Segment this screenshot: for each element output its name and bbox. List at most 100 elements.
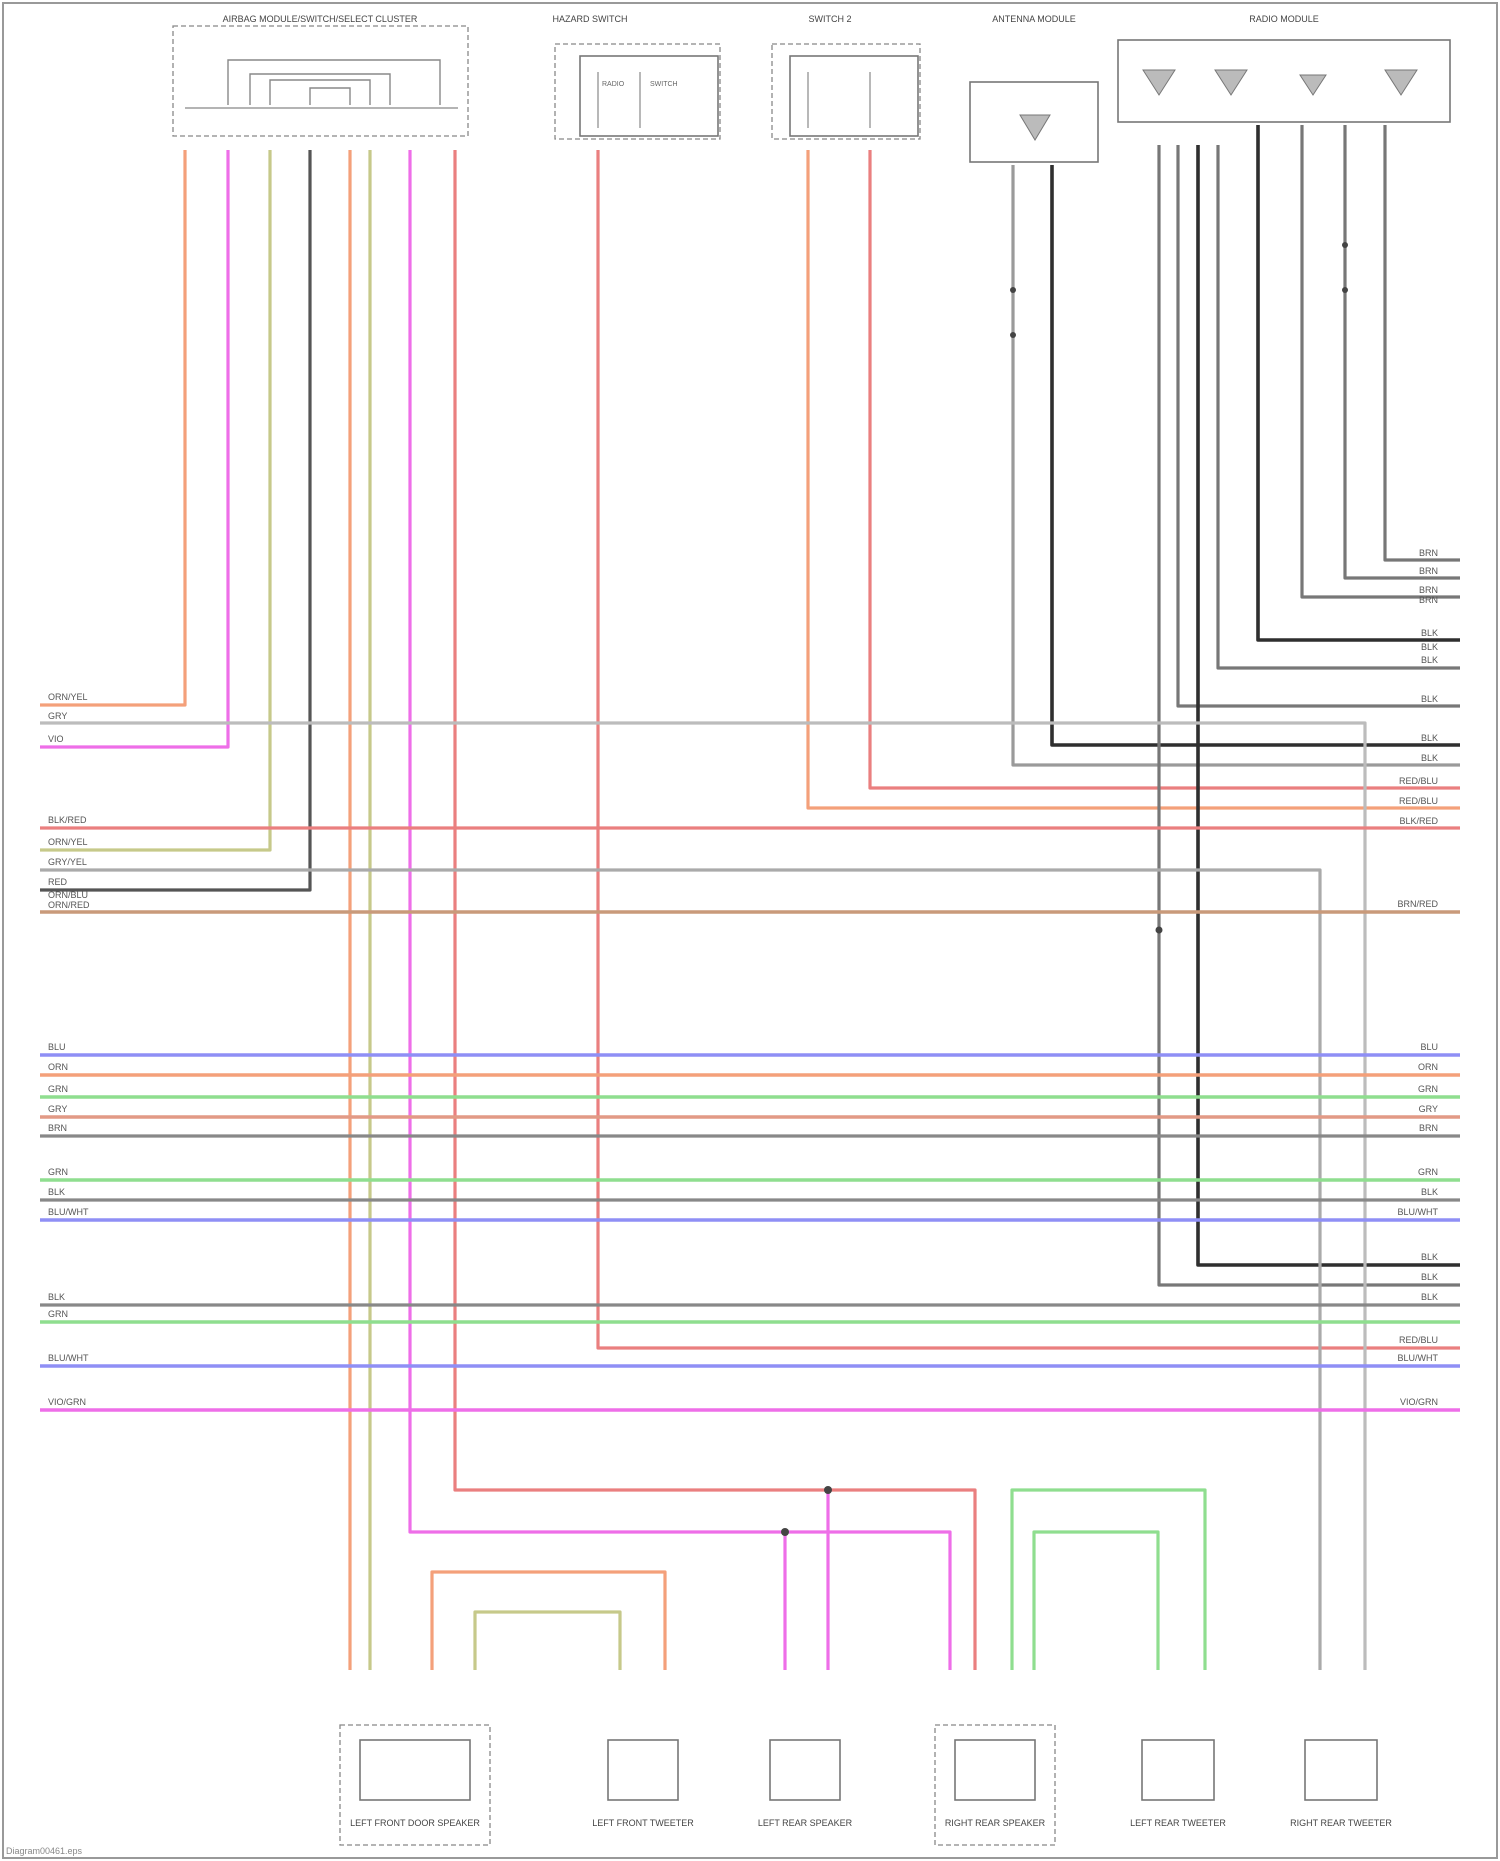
wire-gray-r2: [1178, 145, 1460, 706]
right-label-6d: GRY: [1419, 1104, 1438, 1114]
hazard-switch: HAZARD SWITCH RADIO SWITCH: [553, 14, 721, 139]
switch-2: SWITCH 2: [772, 14, 920, 139]
antenna-module: ANTENNA MODULE: [970, 14, 1098, 162]
right-label-7c: BLU/WHT: [1398, 1207, 1439, 1217]
wire-green-spk-2: [1034, 1532, 1158, 1670]
wire-gray-r1: [1159, 145, 1460, 1285]
right-rear-speaker-label: RIGHT REAR SPEAKER: [945, 1818, 1046, 1828]
antenna-module-label: ANTENNA MODULE: [992, 14, 1076, 24]
wire-olive-1: [40, 150, 270, 850]
left-label-3e: BRN: [48, 1123, 67, 1133]
svg-text:RADIO: RADIO: [602, 81, 625, 88]
right-label-2c: BLK: [1421, 655, 1438, 665]
splices: [781, 242, 1348, 1536]
right-label-1c: BRN: [1419, 585, 1438, 595]
right-label-4d: RED/BLU: [1399, 796, 1438, 806]
left-wire-labels: ORN/YEL GRY VIO BLK/RED ORN/YEL GRY/YEL …: [48, 692, 90, 1407]
wire-orange-1: [40, 150, 185, 705]
wire-red-2: [598, 150, 1460, 1348]
right-label-4c: RED/BLU: [1399, 776, 1438, 786]
wires: [40, 125, 1460, 1670]
right-label-6c: GRN: [1418, 1084, 1438, 1094]
right-label-4a: BLK: [1421, 733, 1438, 743]
right-rear-tweeter: RIGHT REAR TWEETER: [1290, 1740, 1392, 1828]
right-label-8c: BLK: [1421, 1292, 1438, 1302]
wire-gray-r6: [1302, 125, 1460, 597]
wire-red-3: [870, 150, 1460, 788]
left-label-2a: BLK/RED: [48, 815, 87, 825]
left-label-6a: VIO/GRN: [48, 1397, 86, 1407]
switch-2-label: SWITCH 2: [808, 14, 851, 24]
wire-gray-r8: [1385, 125, 1460, 560]
left-label-5c: BLU/WHT: [48, 1353, 89, 1363]
left-label-1c: VIO: [48, 734, 64, 744]
right-label-4e: BLK/RED: [1399, 816, 1438, 826]
left-label-2f: ORN/RED: [48, 900, 90, 910]
right-label-4b: BLK: [1421, 753, 1438, 763]
left-label-3b: ORN: [48, 1062, 68, 1072]
wire-black-1: [1052, 165, 1460, 745]
left-rear-tweeter: LEFT REAR TWEETER: [1130, 1740, 1226, 1828]
left-front-tweeter-label: LEFT FRONT TWEETER: [592, 1818, 694, 1828]
left-label-2c: GRY/YEL: [48, 857, 87, 867]
right-label-8a: BLK: [1421, 1252, 1438, 1262]
right-label-2a: BLK: [1421, 628, 1438, 638]
right-label-8b: BLK: [1421, 1272, 1438, 1282]
right-label-1b: BRN: [1419, 566, 1438, 576]
wire-lightgray-long-2: [40, 870, 1320, 1670]
right-label-6e: BRN: [1419, 1123, 1438, 1133]
wire-green-spk-1: [1012, 1490, 1205, 1670]
wire-magenta-1: [40, 150, 228, 747]
right-label-8e: BLU/WHT: [1398, 1353, 1439, 1363]
left-label-5b: GRN: [48, 1309, 68, 1319]
left-label-2b: ORN/YEL: [48, 837, 88, 847]
top-combo-switch: AIRBAG MODULE/SWITCH/SELECT CLUSTER: [173, 14, 468, 136]
wire-red-1: [455, 150, 975, 1670]
left-rear-speaker-label: LEFT REAR SPEAKER: [758, 1818, 853, 1828]
wire-lightgray-long-1: [40, 723, 1365, 1670]
left-label-3d: GRY: [48, 1104, 67, 1114]
left-label-1a: ORN/YEL: [48, 692, 88, 702]
radio-module: RADIO MODULE: [1118, 14, 1450, 122]
right-wire-labels: BRN BRN BRN BRN BLK BLK BLK BLK BLK BLK …: [1397, 548, 1438, 1407]
wire-olive-spk: [475, 1612, 620, 1670]
wire-orange-3: [808, 150, 1460, 808]
diagram-footer: Diagram00461.eps: [6, 1846, 82, 1856]
radio-module-label: RADIO MODULE: [1249, 14, 1319, 24]
left-rear-speaker: LEFT REAR SPEAKER: [758, 1740, 853, 1828]
left-label-4a: GRN: [48, 1167, 68, 1177]
wire-orange-spk: [432, 1572, 665, 1670]
right-label-6b: ORN: [1418, 1062, 1438, 1072]
left-front-door-speaker-label: LEFT FRONT DOOR SPEAKER: [350, 1818, 480, 1828]
right-label-9a: VIO/GRN: [1400, 1397, 1438, 1407]
right-label-6a: BLU: [1420, 1042, 1438, 1052]
right-rear-tweeter-label: RIGHT REAR TWEETER: [1290, 1818, 1392, 1828]
right-label-2b: BLK: [1421, 642, 1438, 652]
right-label-1a: BRN: [1419, 548, 1438, 558]
wire-black-r5: [1258, 125, 1460, 640]
hazard-switch-label: HAZARD SWITCH: [553, 14, 628, 24]
left-label-3a: BLU: [48, 1042, 66, 1052]
right-label-5a: BRN/RED: [1397, 899, 1438, 909]
left-label-4c: BLU/WHT: [48, 1207, 89, 1217]
right-rear-speaker: RIGHT REAR SPEAKER: [935, 1725, 1055, 1845]
left-front-door-speaker: LEFT FRONT DOOR SPEAKER: [340, 1725, 490, 1845]
left-label-3c: GRN: [48, 1084, 68, 1094]
right-label-7a: GRN: [1418, 1167, 1438, 1177]
left-rear-tweeter-label: LEFT REAR TWEETER: [1130, 1818, 1226, 1828]
left-label-1b: GRY: [48, 711, 67, 721]
right-label-7b: BLK: [1421, 1187, 1438, 1197]
left-label-4b: BLK: [48, 1187, 65, 1197]
right-label-8d: RED/BLU: [1399, 1335, 1438, 1345]
right-label-1d: BRN: [1419, 595, 1438, 605]
wire-gray-r7: [1345, 125, 1460, 578]
svg-text:SWITCH: SWITCH: [650, 81, 678, 88]
left-label-2e: ORN/BLU: [48, 890, 88, 900]
wire-lightgray-1: [1013, 165, 1460, 765]
left-front-tweeter: LEFT FRONT TWEETER: [592, 1740, 694, 1828]
top-combo-switch-label: AIRBAG MODULE/SWITCH/SELECT CLUSTER: [223, 14, 418, 24]
left-label-2d: RED: [48, 877, 68, 887]
right-label-3a: BLK: [1421, 694, 1438, 704]
left-label-5a: BLK: [48, 1292, 65, 1302]
